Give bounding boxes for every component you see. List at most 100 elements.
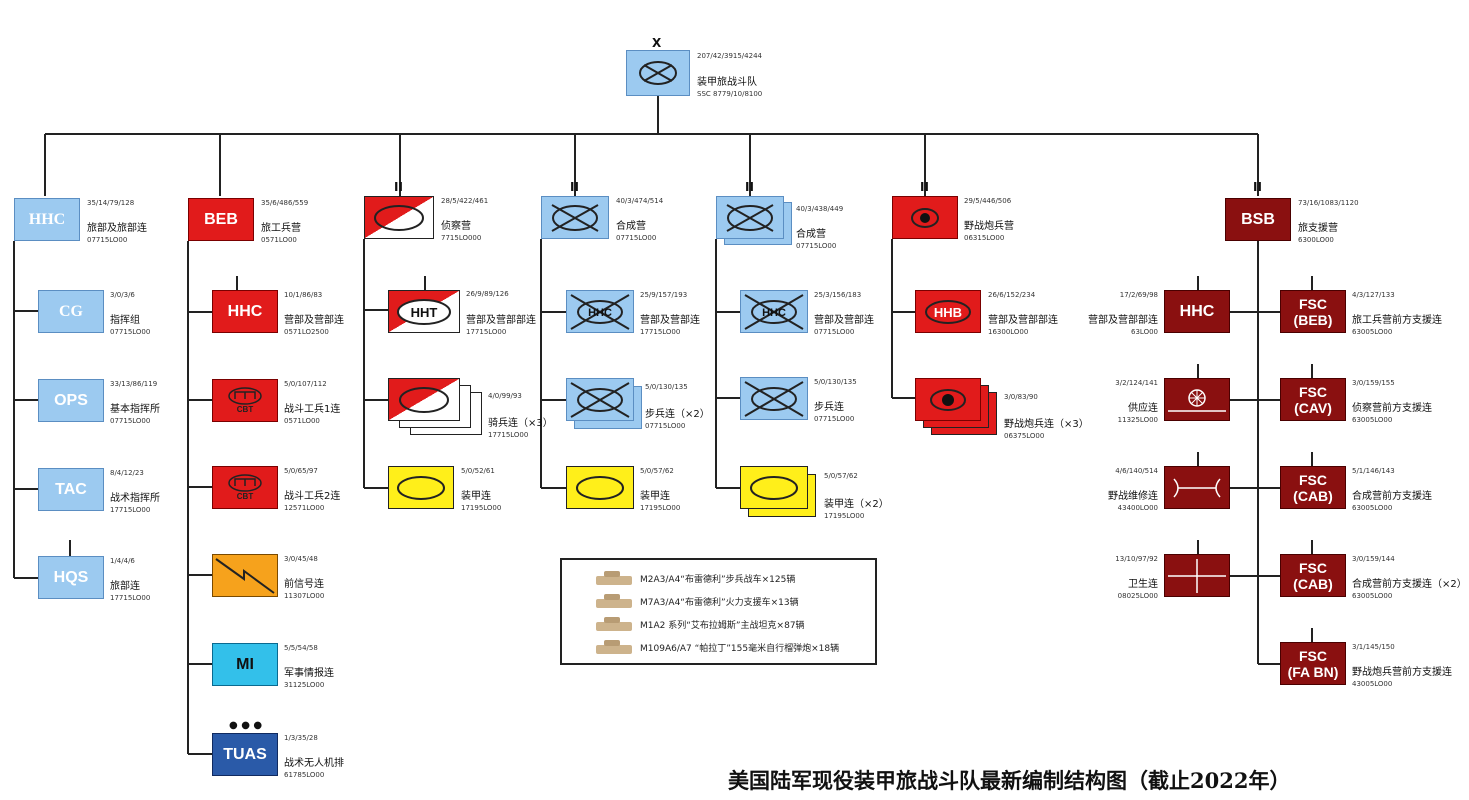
unit-name: 营部及营部部连 bbox=[1088, 315, 1158, 326]
unit-name: 营部及营部部连 bbox=[466, 315, 536, 326]
armor-company-unit bbox=[566, 466, 634, 509]
recon-icon bbox=[399, 386, 449, 413]
unit-number: 3/0/159/144 bbox=[1352, 555, 1395, 563]
recon-squadron-unit bbox=[364, 196, 434, 239]
echelon-mark: II bbox=[1253, 180, 1262, 194]
echelon-mark: II bbox=[570, 180, 579, 194]
cab2-hhc-unit: HHC bbox=[740, 290, 808, 333]
recon-icon: HHT bbox=[397, 298, 451, 325]
cg-unit: CG bbox=[38, 290, 104, 333]
recon-icon bbox=[374, 204, 424, 231]
unit-code: 17195LO00 bbox=[461, 504, 502, 512]
unit-name: 野战炮兵营前方支援连 bbox=[1352, 667, 1452, 678]
unit-name: 旅工兵营 bbox=[261, 223, 301, 234]
unit-number: 26/9/89/126 bbox=[466, 290, 509, 298]
unit-name: 旅部及旅部连 bbox=[87, 223, 147, 234]
echelon-mark: II bbox=[745, 180, 754, 194]
infantry-company-unit bbox=[566, 378, 634, 421]
unit-number: 35/14/79/128 bbox=[87, 199, 135, 207]
hhc-label: HHC bbox=[762, 307, 786, 319]
equipment-legend: M2A3/A4“布雷德利”步兵战车×125辆 M7A3/A4“布雷德利”火力支援… bbox=[560, 558, 877, 665]
bsb-hhc-unit: HHC bbox=[1164, 290, 1230, 333]
unit-number: 29/5/446/506 bbox=[964, 197, 1012, 205]
hhc-top-unit: HHC bbox=[14, 198, 80, 241]
unit-number: 3/2/124/141 bbox=[1115, 379, 1158, 387]
engineer-icon bbox=[228, 387, 262, 405]
tank-icon bbox=[596, 571, 632, 585]
unit-name: 野战炮兵连（×3） bbox=[1004, 419, 1089, 430]
hq-code: SSC 8779/10/8100 bbox=[697, 90, 763, 98]
hhc-label: HHC bbox=[588, 307, 612, 319]
mi-company-unit: MI bbox=[212, 643, 278, 686]
legend-item: M2A3/A4“布雷德利”步兵战车×125辆 bbox=[640, 575, 796, 585]
unit-number: 3/0/159/155 bbox=[1352, 379, 1395, 387]
unit-code: 63005LO00 bbox=[1352, 504, 1393, 512]
unit-name: 合成营前方支援连 bbox=[1352, 491, 1432, 502]
unit-number: 28/5/422/461 bbox=[441, 197, 489, 205]
artillery-icon: HHB bbox=[925, 299, 971, 324]
unit-number: 5/0/107/112 bbox=[284, 380, 327, 388]
unit-code: 17195LO00 bbox=[640, 504, 681, 512]
unit-name: 侦察营前方支援连 bbox=[1352, 403, 1432, 414]
armor-infantry-icon bbox=[570, 381, 630, 418]
armor-icon bbox=[397, 475, 445, 500]
unit-code: 07715LO00 bbox=[814, 328, 855, 336]
supply-icon bbox=[1168, 388, 1226, 412]
hht-unit: HHT bbox=[388, 290, 460, 333]
tank-icon bbox=[596, 594, 632, 608]
armor-infantry-icon: HHC bbox=[744, 293, 804, 330]
echelon-mark: II bbox=[394, 180, 403, 194]
ops-unit: OPS bbox=[38, 379, 104, 422]
hhb-label: HHB bbox=[934, 305, 962, 320]
tank-icon bbox=[596, 640, 632, 654]
unit-number: 3/0/83/90 bbox=[1004, 393, 1038, 401]
unit-name: 战斗工兵1连 bbox=[284, 404, 341, 415]
unit-number: 40/3/474/514 bbox=[616, 197, 664, 205]
unit-code: 7715LO000 bbox=[441, 234, 482, 242]
unit-number: 33/13/86/119 bbox=[110, 380, 158, 388]
beb-unit: BEB bbox=[188, 198, 254, 241]
unit-number: 5/1/146/143 bbox=[1352, 467, 1395, 475]
unit-name: 基本指挥所 bbox=[110, 404, 160, 415]
unit-code: 07715LO00 bbox=[110, 417, 151, 425]
unit-number: 5/0/52/61 bbox=[461, 467, 495, 475]
cavalry-troop-unit bbox=[388, 378, 460, 421]
fsc-beb-unit: FSC(BEB) bbox=[1280, 290, 1346, 333]
unit-number: 4/3/127/133 bbox=[1352, 291, 1395, 299]
unit-name: 旅部连 bbox=[110, 581, 140, 592]
hhb-unit: HHB bbox=[915, 290, 981, 333]
unit-name: 供应连 bbox=[1128, 403, 1158, 414]
fsc-cab-unit: FSC(CAB) bbox=[1280, 466, 1346, 509]
fsc-fa-bn-unit: FSC(FA BN) bbox=[1280, 642, 1346, 685]
unit-code: 11307LO00 bbox=[284, 592, 325, 600]
unit-name: 野战维修连 bbox=[1108, 491, 1158, 502]
armor-infantry-icon bbox=[639, 61, 677, 85]
unit-name: 合成营 bbox=[616, 221, 646, 232]
unit-name: 前信号连 bbox=[284, 579, 324, 590]
unit-name: 合成营前方支援连（×2） bbox=[1352, 579, 1467, 590]
hq-name: 装甲旅战斗队 bbox=[697, 77, 757, 88]
engineer-icon bbox=[228, 474, 262, 492]
infantry-company-unit bbox=[740, 377, 808, 420]
hht-label: HHT bbox=[411, 305, 438, 320]
unit-code: 63005LO00 bbox=[1352, 592, 1393, 600]
bsb-unit: BSB bbox=[1225, 198, 1291, 241]
unit-number: 5/0/65/97 bbox=[284, 467, 318, 475]
page-title: 美国陆军现役装甲旅战斗队最新编制结构图（截止2022年） bbox=[728, 768, 1291, 793]
unit-code: 17715LO00 bbox=[488, 431, 529, 439]
legend-item: M109A6/A7 “帕拉丁”155毫米自行榴弹炮×18辆 bbox=[640, 644, 840, 654]
unit-code: 63005LO00 bbox=[1352, 416, 1393, 424]
unit-number: 5/0/130/135 bbox=[814, 378, 857, 386]
unit-name: 战术无人机排 bbox=[284, 758, 344, 769]
unit-code: 0571LO00 bbox=[284, 417, 320, 425]
unit-name: 军事情报连 bbox=[284, 668, 334, 679]
unit-name: 卫生连 bbox=[1128, 579, 1158, 590]
armor-icon bbox=[576, 475, 624, 500]
unit-name: 营部及营部部连 bbox=[988, 315, 1058, 326]
cab-1-unit bbox=[541, 196, 609, 239]
unit-code: 07715LO00 bbox=[796, 242, 837, 250]
unit-code: 07715LO00 bbox=[87, 236, 128, 244]
unit-name: 野战炮兵营 bbox=[964, 221, 1014, 232]
unit-code: 07715LO00 bbox=[645, 422, 686, 430]
